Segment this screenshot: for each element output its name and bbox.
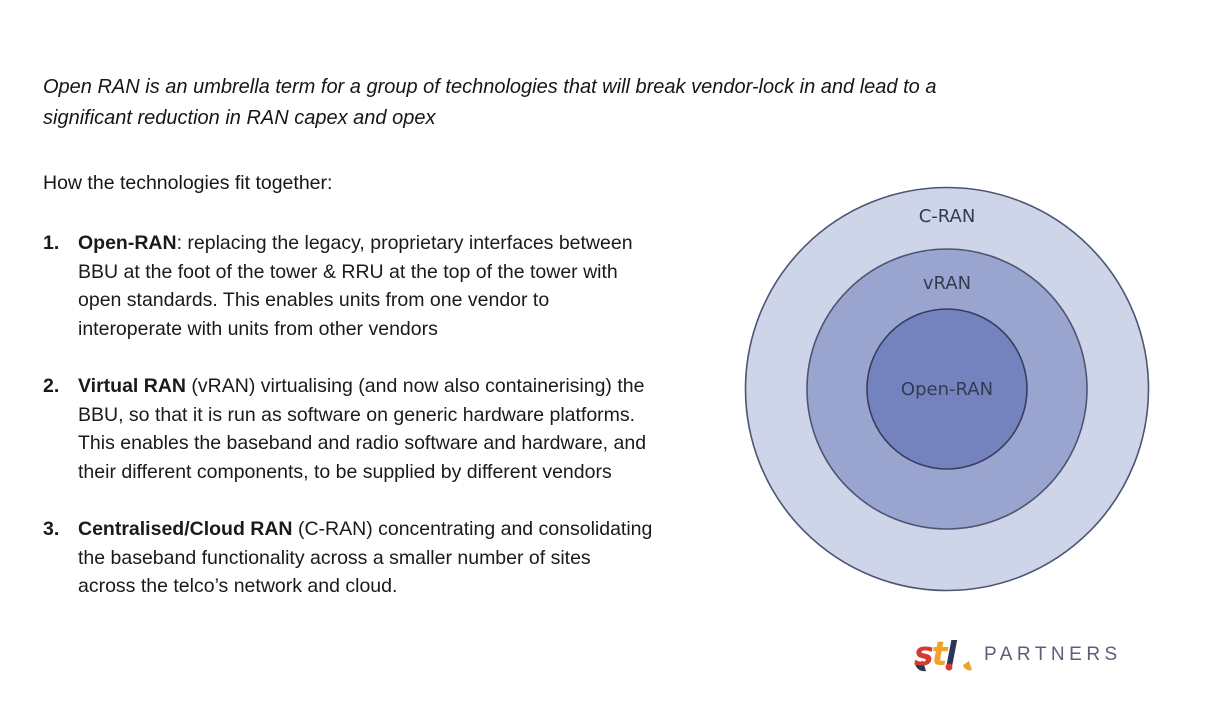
list-item-body: (vRAN) virtualising (and now also contai… [78, 375, 647, 483]
technology-list: 1. Open-RAN: replacing the legacy, propr… [43, 229, 763, 630]
list-item-number: 2. [43, 375, 60, 397]
list-item-body: : replacing the legacy, proprietary inte… [78, 232, 633, 340]
list-item-number: 3. [43, 518, 60, 540]
stl-logo-icon: stl [914, 634, 972, 673]
list-item: 2. Virtual RAN (vRAN) virtualising (and … [43, 372, 763, 486]
list-item-number: 1. [43, 232, 60, 254]
vran-label: vRAN [923, 273, 971, 294]
list-item-text: Open-RAN: replacing the legacy, propriet… [78, 229, 763, 343]
intro-text: How the technologies fit together: [43, 172, 333, 194]
venn-diagram: C-RAN vRAN Open-RAN [744, 186, 1150, 592]
svg-text:stl: stl [914, 634, 957, 673]
open-ran-circle [866, 308, 1028, 470]
list-item: 3. Centralised/Cloud RAN (C-RAN) concent… [43, 515, 763, 601]
list-item-lead: Centralised/Cloud RAN [78, 518, 293, 540]
open-ran-label: Open-RAN [901, 379, 993, 400]
list-item-text: Centralised/Cloud RAN (C-RAN) concentrat… [78, 515, 763, 601]
slide-headline: Open RAN is an umbrella term for a group… [43, 76, 937, 129]
list-item-body: (C-RAN) concentrating and consolidating … [78, 518, 653, 597]
list-item: 1. Open-RAN: replacing the legacy, propr… [43, 229, 763, 343]
stl-partners-logo: stl PARTNERS [913, 633, 1122, 675]
list-item-text: Virtual RAN (vRAN) virtualising (and now… [78, 372, 763, 486]
list-item-lead: Open-RAN [78, 232, 177, 254]
list-item-lead: Virtual RAN [78, 375, 186, 397]
c-ran-label: C-RAN [919, 206, 976, 227]
logo-wordmark: PARTNERS [984, 644, 1122, 665]
